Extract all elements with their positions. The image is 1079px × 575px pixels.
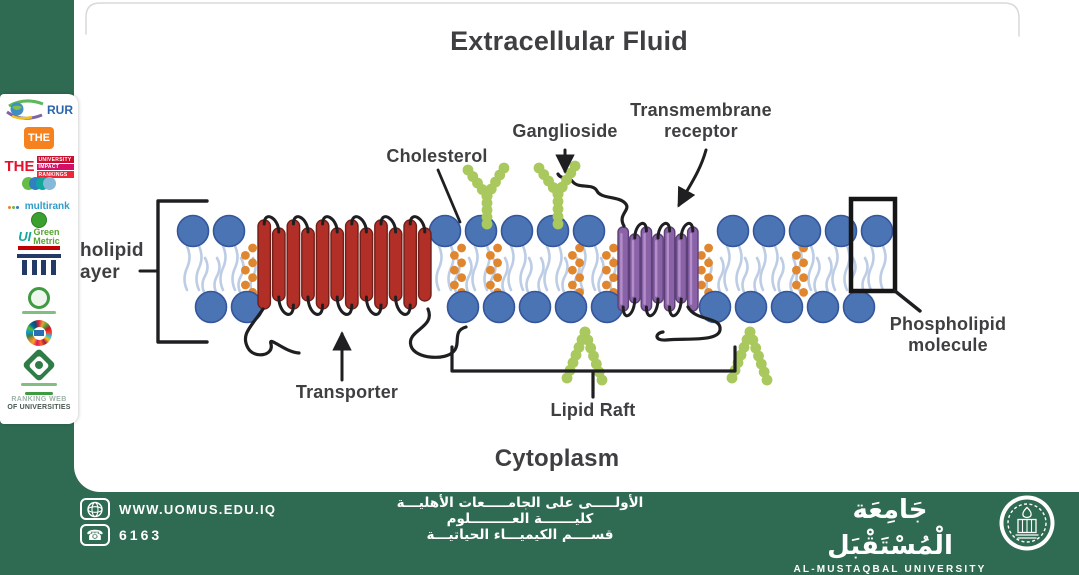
university-seal-icon <box>998 494 1056 552</box>
rur-label: RUR <box>47 103 73 117</box>
webometrics-wordmark <box>24 392 53 395</box>
multirank-label: multirank <box>24 200 70 212</box>
the-logo: THE <box>0 126 78 150</box>
the-impact-label: THE <box>4 158 35 175</box>
website-text: WWW.UOMUS.EDU.IQ <box>119 501 277 517</box>
arabic-slogan: الأولـــــى على الجامـــــعات الأهليـــة… <box>340 495 700 543</box>
arab-universities-caption <box>22 310 56 315</box>
ganglioside-label: Ganglioside <box>512 121 618 141</box>
sdg-wheel-icon <box>26 320 52 346</box>
phosmol-line2: molecule <box>908 335 988 355</box>
phosmol-line1: Phospholipid <box>889 314 1007 334</box>
greenmetric-green-label: Green <box>33 227 60 238</box>
phospholipid-bilayer-label-clipped: holipid ayer <box>80 240 152 284</box>
ui-greenmetric-logo: UI Green Metric <box>0 212 78 250</box>
webometrics-ranking-web: RANKING WEB <box>11 396 67 403</box>
transmembrane-receptor-label: Transmembrane receptor <box>622 100 780 142</box>
columns-icon <box>17 254 61 258</box>
laurel-wreath-icon <box>28 286 50 309</box>
phone-icon: ☎ <box>80 524 110 546</box>
arab-engineers-caption <box>21 382 57 387</box>
cytoplasm-label: Cytoplasm <box>494 445 620 472</box>
rankings-logo-rail: RUR THE THE UNIVERSITY IMPACT RANKINGS m… <box>0 94 78 424</box>
rur-logo: RUR <box>0 95 78 125</box>
extracellular-fluid-title: Extracellular Fluid <box>450 26 688 56</box>
globe-www-icon <box>80 498 110 520</box>
bilayer-line1: holipid <box>80 240 144 261</box>
membrane-diagram <box>85 2 1020 399</box>
impact-bar-university: UNIVERSITY <box>36 156 74 163</box>
the-impact-rankings-logo: THE UNIVERSITY IMPACT RANKINGS <box>0 155 78 179</box>
contact-block: WWW.UOMUS.EDU.IQ ☎ 6163 <box>80 497 276 549</box>
multirank-logo: multirank <box>0 176 78 212</box>
greenmetric-globe-icon <box>31 212 47 229</box>
sdg-impact-logo <box>0 318 78 348</box>
columns-ranking-logo <box>0 252 78 277</box>
the-label: THE <box>24 127 54 149</box>
webometrics-of-universities: OF UNIVERSITIES <box>7 404 71 411</box>
university-name-arabic: جَامِعَة الْمُسْتَقْبَل <box>827 495 953 561</box>
impact-bar-rankings: RANKINGS <box>36 171 74 178</box>
slogan-line3: قســــم الكيميـــاء الحياتيـــة <box>426 527 614 543</box>
transmembrane-line1: Transmembrane <box>630 100 772 120</box>
arab-universities-association-logo <box>0 284 78 317</box>
bilayer-line2: ayer <box>80 262 120 283</box>
green-emblem-icon <box>22 347 56 382</box>
greenmetric-red-banner <box>18 246 60 250</box>
footer: WWW.UOMUS.EDU.IQ ☎ 6163 الأولـــــى على … <box>0 492 1079 575</box>
rur-globe-icon <box>6 99 44 120</box>
phospholipid-molecule-label: Phospholipid molecule <box>869 314 1027 356</box>
lipid-raft-label: Lipid Raft <box>550 400 636 420</box>
university-name-english: AL-MUSTAQBAL UNIVERSITY <box>793 564 987 575</box>
greenmetric-ui-label: UI <box>18 229 32 245</box>
webometrics-logo: RANKING WEB OF UNIVERSITIES <box>0 391 78 413</box>
slogan-line2: كليـــــــة العـــــــــلوم <box>446 511 594 527</box>
transmembrane-line2: receptor <box>664 121 738 141</box>
phone-number: 6163 <box>119 527 163 543</box>
greenmetric-metric-label: Metric <box>33 235 60 246</box>
transporter-label: Transporter <box>295 382 399 402</box>
university-name-block: جَامِعَة الْمُسْتَقْبَل AL-MUSTAQBAL UNI… <box>786 492 994 575</box>
impact-bar-impact: IMPACT <box>36 163 74 171</box>
arab-engineers-federation-logo <box>0 347 78 389</box>
slogan-line1: الأولـــــى على الجامـــــعات الأهليـــة <box>396 495 644 511</box>
multirank-circles-icon <box>22 176 56 195</box>
cholesterol-label: Cholesterol <box>386 146 488 166</box>
